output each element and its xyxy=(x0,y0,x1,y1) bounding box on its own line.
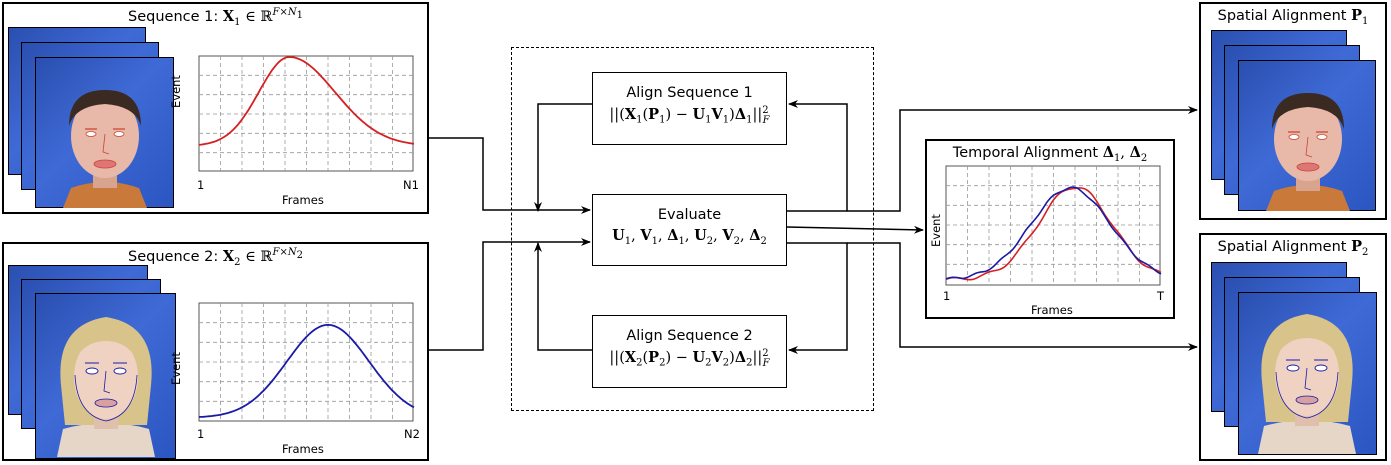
sequence-1-title: Sequence 1: X1 ∈ ℝF×N1 xyxy=(128,7,303,28)
sequence-2-xend: N2 xyxy=(404,427,420,441)
evaluate-equation: U1, V1, Δ1, U2, V2, Δ2 xyxy=(612,227,767,247)
spatial-alignment-1-title: Spatial Alignment P1 xyxy=(1217,7,1369,27)
spatial-alignment-2-title: Spatial Alignment P2 xyxy=(1217,238,1369,258)
evaluate-box: Evaluate U1, V1, Δ1, U2, V2, Δ2 xyxy=(592,194,787,266)
temporal-xlabel: Frames xyxy=(1031,303,1073,317)
sequence-2-frames xyxy=(8,265,178,460)
align-sequence-1-label: Align Sequence 1 xyxy=(626,85,753,101)
sequence-1-curve xyxy=(198,56,415,146)
arrow-evaluate-to-align1 xyxy=(787,100,848,212)
sequence-1-xlabel: Frames xyxy=(282,193,324,207)
sequence-1-frames xyxy=(8,27,178,212)
sequence-1-plot xyxy=(198,55,415,172)
sequence-2-plot xyxy=(198,302,415,422)
evaluate-label: Evaluate xyxy=(657,207,722,223)
temporal-blue-curve xyxy=(945,186,1162,280)
align-sequence-2-equation: ||(X2(P2) − U2V2)Δ2||2F xyxy=(609,348,770,369)
face-male-icon xyxy=(63,90,147,208)
sequence-1-grid xyxy=(199,56,413,171)
sequence-2-curve xyxy=(198,323,415,418)
face-male-icon xyxy=(1266,93,1350,211)
sequence-2-xlabel: Frames xyxy=(282,442,324,456)
sequence-2-title: Sequence 2: X2 ∈ ℝF×N2 xyxy=(128,247,303,268)
temporal-xend: T xyxy=(1157,289,1165,303)
arrow-align2-to-evaluate xyxy=(534,242,592,351)
align-sequence-1-box: Align Sequence 1 ||(X1(P1) − U1V1)Δ1||2F xyxy=(592,72,787,145)
sequence-2-xstart: 1 xyxy=(197,427,205,441)
align-sequence-2-box: Align Sequence 2 ||(X2(P2) − U2V2)Δ2||2F xyxy=(592,315,787,388)
spatial-1-frames xyxy=(1211,30,1383,214)
arrow-evaluate-to-spatial1 xyxy=(847,106,1198,212)
face-female-icon xyxy=(57,317,155,457)
spatial-2-frames xyxy=(1211,262,1383,458)
arrow-evaluate-to-spatial2 xyxy=(847,242,1198,351)
arrow-seq1-to-evaluate xyxy=(429,137,591,214)
temporal-alignment-title: Temporal Alignment Δ1, Δ2 xyxy=(952,144,1148,164)
face-female-icon xyxy=(1258,314,1356,454)
arrow-seq2-to-evaluate xyxy=(429,238,591,351)
temporal-grid xyxy=(946,166,1160,283)
sequence-2-grid xyxy=(199,303,413,420)
arrow-evaluate-to-align2 xyxy=(787,242,848,354)
arrow-align1-to-evaluate xyxy=(534,103,592,212)
align-sequence-2-label: Align Sequence 2 xyxy=(626,328,753,344)
arrow-evaluate-to-temporal xyxy=(786,225,924,234)
sequence-1-xstart: 1 xyxy=(197,178,205,192)
temporal-xstart: 1 xyxy=(943,289,951,303)
sequence-1-xend: N1 xyxy=(403,178,419,192)
temporal-alignment-plot xyxy=(945,165,1162,286)
align-sequence-1-equation: ||(X1(P1) − U1V1)Δ1||2F xyxy=(609,105,770,126)
